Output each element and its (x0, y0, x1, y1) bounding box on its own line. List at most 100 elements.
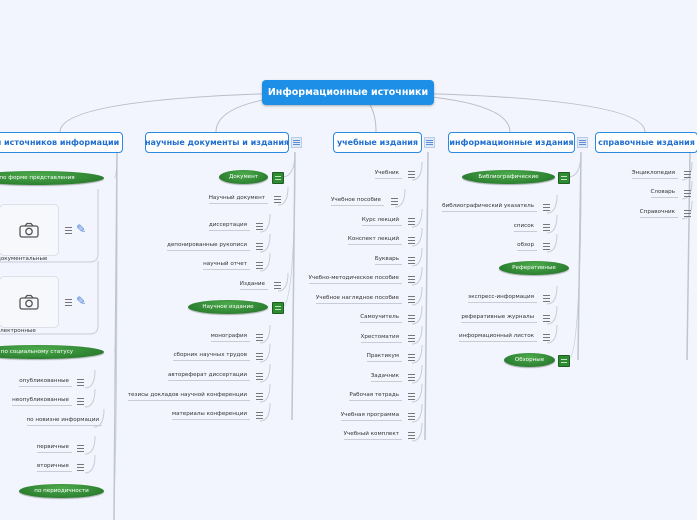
notes-icon[interactable] (543, 204, 550, 211)
notes-icon[interactable] (408, 354, 415, 361)
category-pill[interactable]: по периодичности (19, 484, 104, 498)
notes-icon[interactable] (543, 315, 550, 322)
edit-icon[interactable]: ✎ (76, 294, 87, 308)
list-item[interactable]: Учебное пособие (330, 197, 384, 206)
notes-icon[interactable] (256, 373, 263, 380)
list-item[interactable]: экспресс-информация (468, 294, 537, 303)
notes-icon[interactable] (274, 196, 281, 203)
list-item[interactable]: Букварь (374, 256, 402, 265)
collapse-icon[interactable] (272, 172, 284, 184)
list-item[interactable]: Справочник (639, 209, 678, 218)
notes-icon[interactable] (408, 393, 415, 400)
list-item[interactable]: монография (210, 333, 250, 342)
image-card[interactable] (0, 276, 59, 328)
notes-icon[interactable] (256, 243, 263, 250)
list-item[interactable]: неопубликованные (12, 397, 72, 406)
notes-icon[interactable] (77, 398, 84, 405)
notes-icon[interactable] (408, 315, 415, 322)
notes-icon[interactable] (684, 210, 691, 217)
notes-icon[interactable] (424, 137, 435, 148)
list-item[interactable]: Учебное наглядное пособие (315, 295, 402, 304)
list-item[interactable]: научный отчет (203, 261, 250, 270)
category-pill[interactable]: Обзорные (504, 353, 555, 367)
list-item[interactable]: автореферат диссертации (167, 372, 250, 381)
notes-icon[interactable] (543, 295, 550, 302)
list-item[interactable]: депонированные рукописи (167, 242, 250, 251)
notes-icon[interactable] (684, 171, 691, 178)
category-pill[interactable]: по форме представления (0, 171, 104, 185)
notes-icon[interactable] (684, 190, 691, 197)
notes-icon[interactable] (408, 296, 415, 303)
notes-icon[interactable] (391, 198, 398, 205)
topic-5[interactable]: справочные издания (595, 132, 697, 153)
list-item[interactable]: обзор (517, 242, 537, 251)
list-item[interactable]: Энциклопедия (631, 170, 678, 179)
notes-icon[interactable] (274, 282, 281, 289)
category-pill[interactable]: Реферативные (499, 261, 569, 275)
notes-icon[interactable] (543, 243, 550, 250)
list-item[interactable]: Курс лекций (361, 217, 402, 226)
notes-icon[interactable] (408, 218, 415, 225)
notes-icon[interactable] (77, 379, 84, 386)
category-pill[interactable]: Документ (219, 170, 268, 184)
list-item[interactable]: материалы конференции (171, 411, 250, 420)
list-item[interactable]: Учебная программа (340, 412, 402, 421)
notes-icon[interactable] (65, 227, 72, 234)
list-item[interactable]: сборник научных трудов (173, 352, 250, 361)
list-item[interactable]: Конспект лекций (347, 236, 402, 245)
list-item[interactable]: вторичные (37, 463, 72, 472)
notes-icon[interactable] (577, 137, 588, 148)
collapse-icon[interactable] (558, 172, 570, 184)
notes-icon[interactable] (256, 412, 263, 419)
notes-icon[interactable] (291, 137, 302, 148)
category-pill[interactable]: по социальному статусу (0, 345, 104, 359)
notes-icon[interactable] (543, 224, 550, 231)
notes-icon[interactable] (256, 262, 263, 269)
notes-icon[interactable] (77, 445, 84, 452)
list-item[interactable]: библиографический указатель (442, 203, 537, 212)
notes-icon[interactable] (256, 223, 263, 230)
notes-icon[interactable] (408, 257, 415, 264)
notes-icon[interactable] (408, 413, 415, 420)
list-item[interactable]: по новизне информации (26, 417, 102, 426)
list-item[interactable]: Издание (239, 281, 268, 290)
category-pill[interactable]: Библиографические (462, 170, 555, 184)
list-item[interactable]: Словарь (650, 189, 678, 198)
notes-icon[interactable] (408, 432, 415, 439)
topic-3[interactable]: учебные издания (333, 132, 422, 153)
notes-icon[interactable] (543, 334, 550, 341)
notes-icon[interactable] (408, 276, 415, 283)
list-item[interactable]: диссертация (208, 222, 250, 231)
collapse-icon[interactable] (272, 302, 284, 314)
list-item[interactable]: информационный листок (458, 333, 537, 342)
notes-icon[interactable] (408, 374, 415, 381)
list-item[interactable]: Учебно-методическое пособие (308, 275, 402, 284)
list-item[interactable]: Научный документ (208, 195, 268, 204)
image-card[interactable] (0, 204, 59, 256)
notes-icon[interactable] (65, 299, 72, 306)
notes-icon[interactable] (77, 464, 84, 471)
list-item[interactable]: Задачник (370, 373, 402, 382)
collapse-icon[interactable] (558, 355, 570, 367)
notes-icon[interactable] (408, 171, 415, 178)
list-item[interactable]: список (513, 223, 537, 232)
notes-icon[interactable] (256, 334, 263, 341)
list-item[interactable]: Учебный комплект (343, 431, 402, 440)
list-item[interactable]: Самоучитель (360, 314, 402, 323)
list-item[interactable]: первичные (36, 444, 72, 453)
list-item[interactable]: Практикум (366, 353, 402, 362)
notes-icon[interactable] (256, 353, 263, 360)
notes-icon[interactable] (408, 335, 415, 342)
list-item[interactable]: реферативные журналы (461, 314, 537, 323)
list-item[interactable]: Учебник (374, 170, 402, 179)
root-topic[interactable]: Информационные источники (262, 80, 434, 105)
list-item[interactable]: Рабочая тетрадь (349, 392, 402, 401)
list-item[interactable]: тезисы докладов научной конференции (127, 392, 250, 401)
topic-4[interactable]: информационные издания (448, 132, 575, 153)
topic-1[interactable]: Виды источников информации (0, 132, 123, 153)
notes-icon[interactable] (256, 393, 263, 400)
list-item[interactable]: Хрестоматия (360, 334, 402, 343)
notes-icon[interactable] (408, 237, 415, 244)
category-pill[interactable]: Научное издание (188, 300, 268, 314)
list-item[interactable]: опубликованные (19, 378, 72, 387)
